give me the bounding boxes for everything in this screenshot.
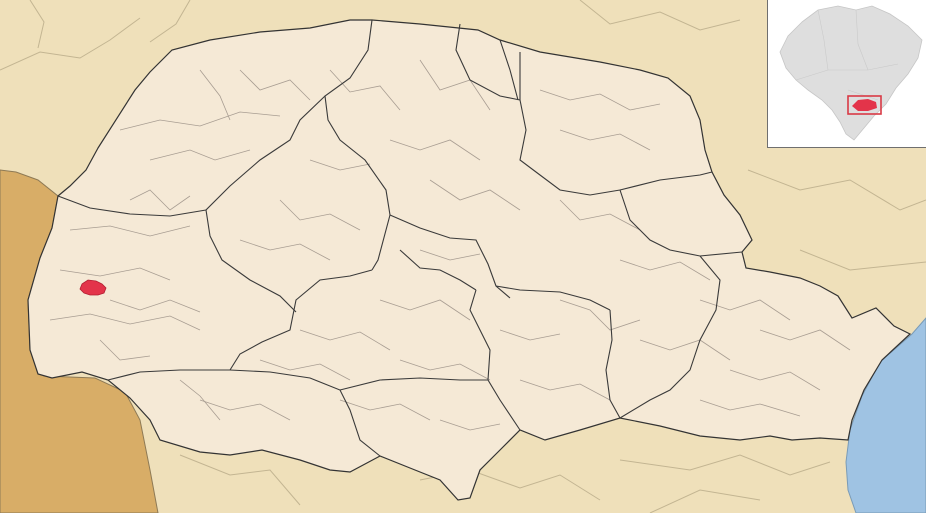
inset-state-borders xyxy=(795,9,899,101)
inset-country-map xyxy=(779,5,923,141)
municipality-highlight xyxy=(79,279,107,296)
inset-highlight-frame xyxy=(847,95,882,115)
inset-locator xyxy=(767,0,926,148)
inset-state-highlight xyxy=(852,99,877,111)
municipal-borders xyxy=(49,59,851,431)
ocean xyxy=(845,317,926,513)
region-borders xyxy=(57,19,743,457)
inset-country-shape xyxy=(779,5,923,141)
state-shape xyxy=(27,19,912,501)
